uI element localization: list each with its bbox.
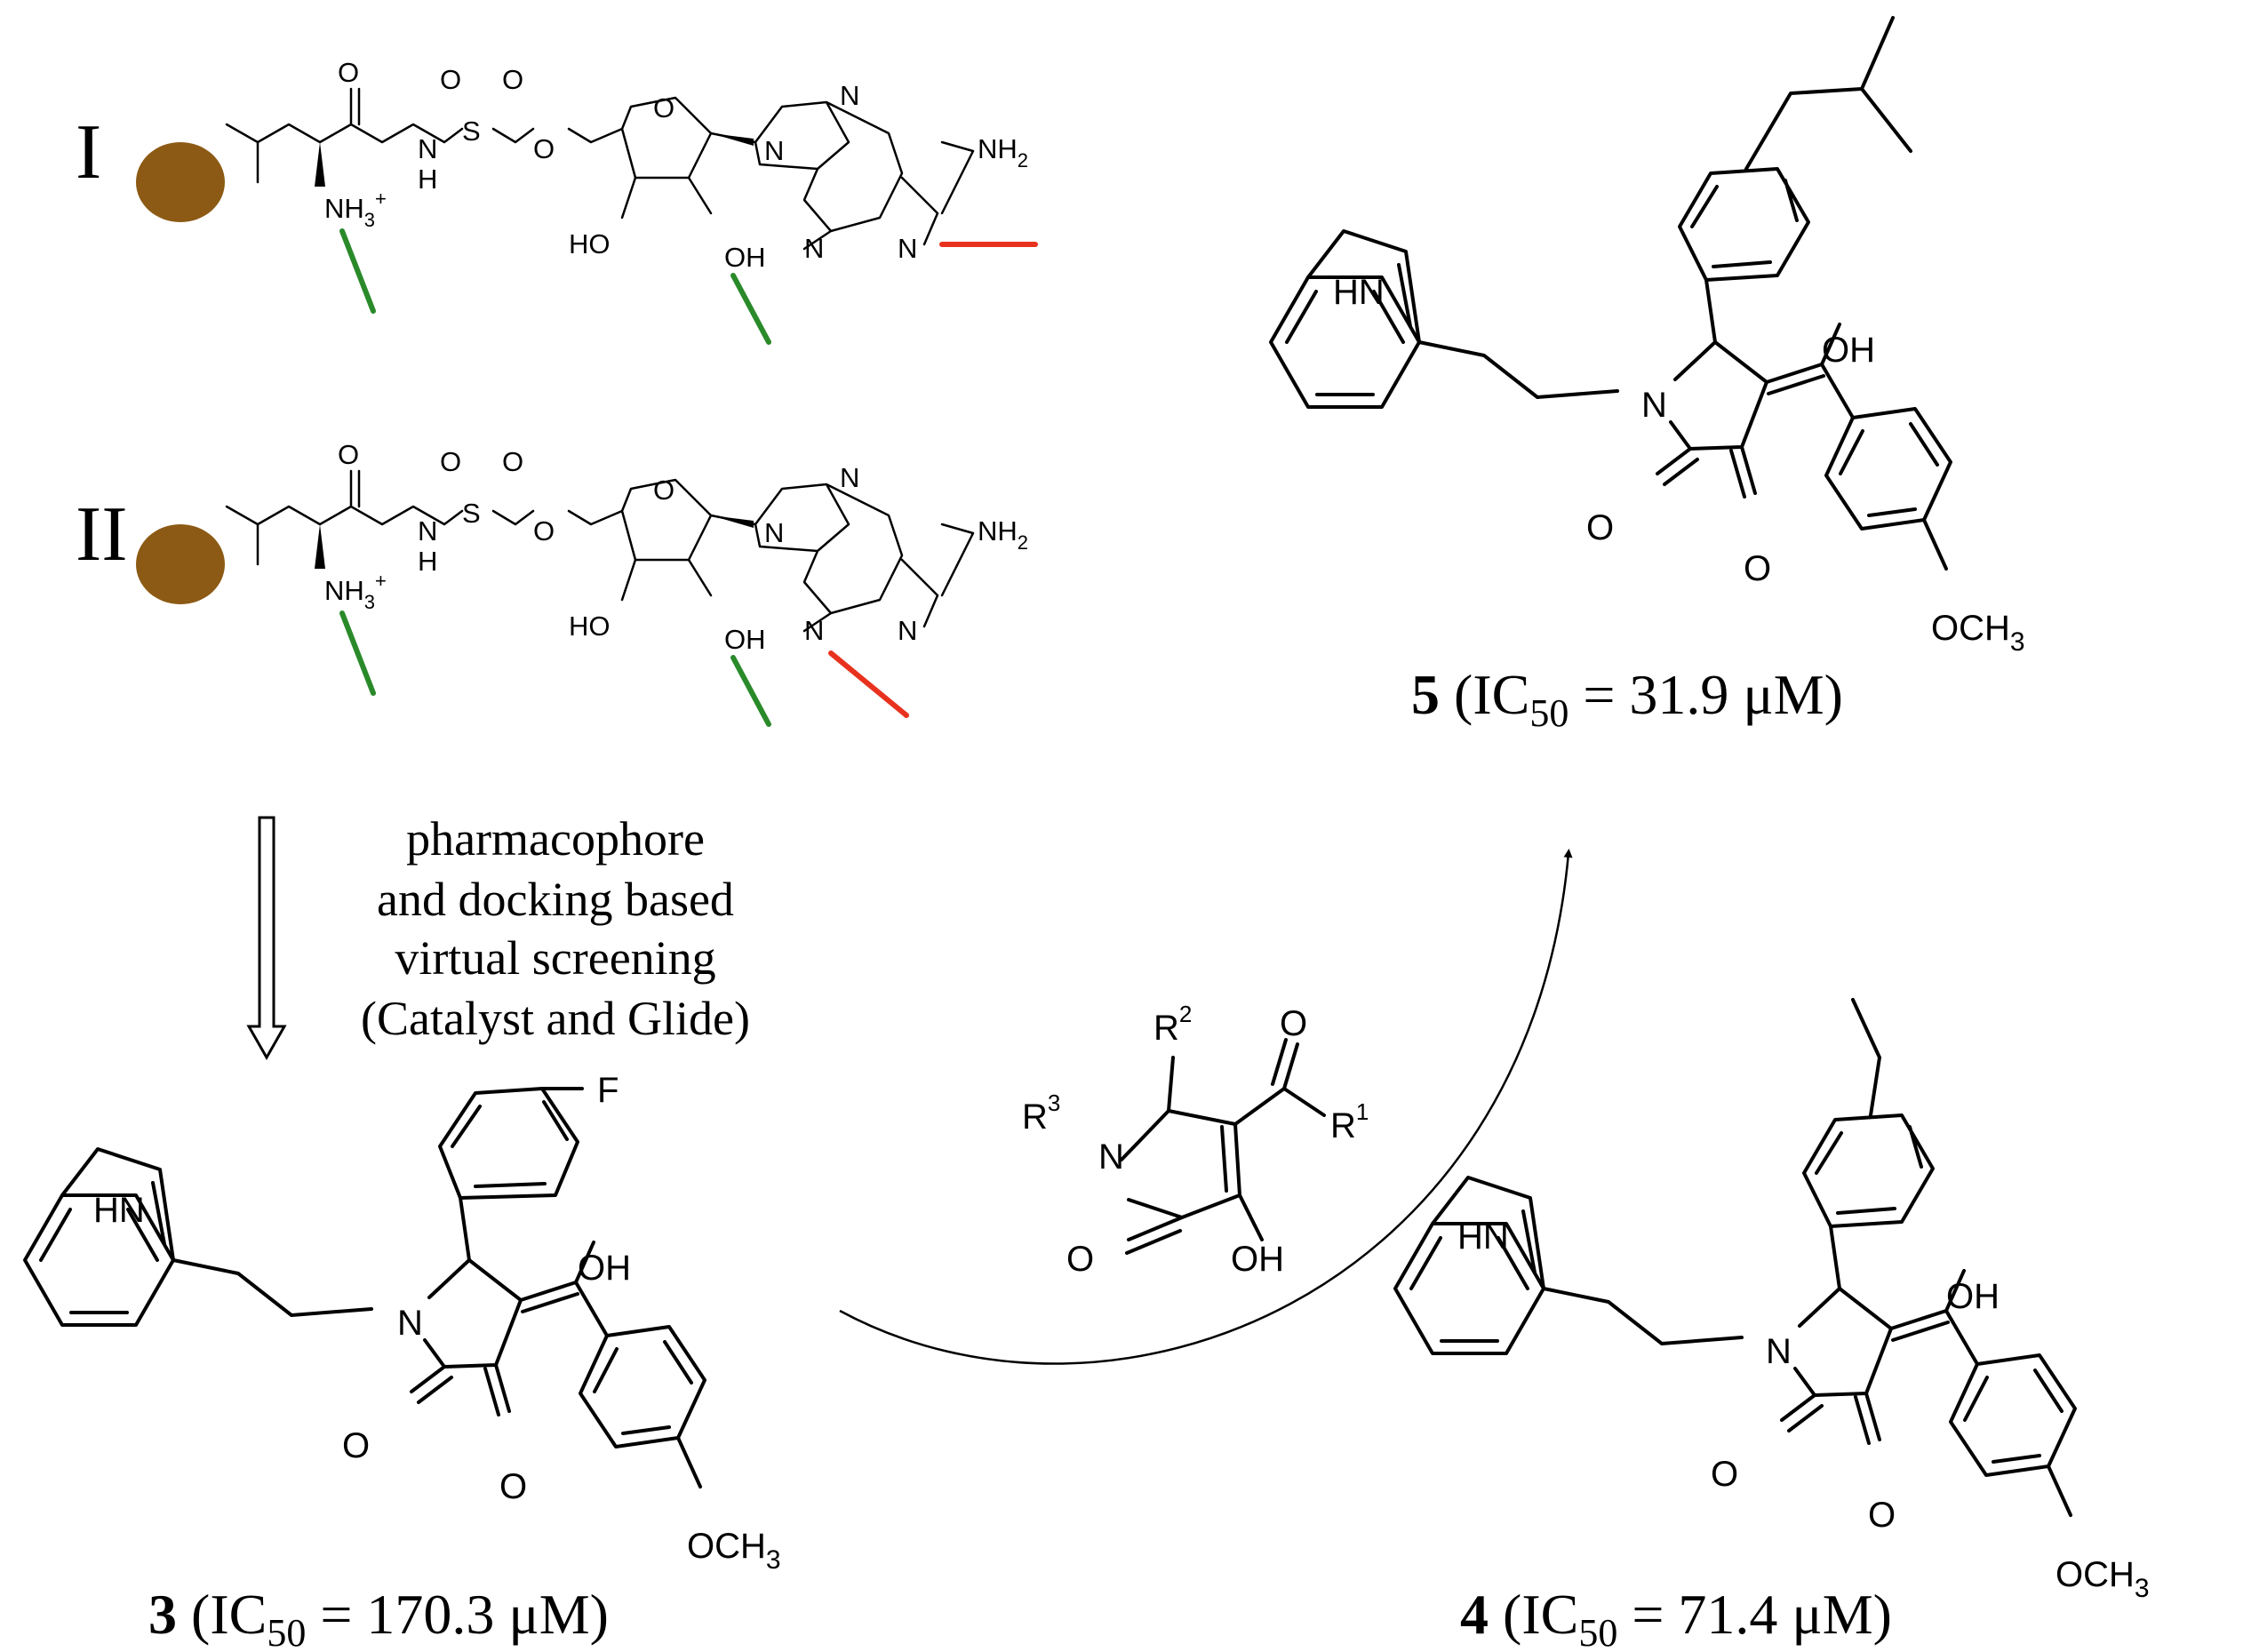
roman-numeral-I: I — [76, 109, 101, 196]
atom-n: N — [898, 233, 917, 264]
hbond-arrow-red-icon — [828, 650, 909, 718]
atom-n: N — [418, 133, 437, 164]
atom-n: N — [804, 233, 824, 264]
atom-nh2: NH2 — [978, 515, 1028, 554]
atom-n: N — [764, 517, 784, 548]
compound-3: F HN N OH O O OCH3 3 (IC50 = 170.3 μM) — [23, 1071, 781, 1652]
compound-5-label: 5 (IC50 = 31.9 μM) — [1411, 663, 1843, 735]
atom-n: N — [804, 615, 824, 646]
atom-s: S — [462, 498, 481, 529]
atom-nh3: NH3+ — [324, 188, 387, 231]
atom-oh: OH — [1822, 331, 1875, 370]
general-scaffold: R2 R3 R1 N O O OH — [1022, 1001, 1369, 1279]
atom-s: S — [462, 116, 481, 147]
atom-hn: HN — [1333, 273, 1385, 312]
atom-o: O — [653, 92, 675, 124]
atom-o: O — [440, 446, 461, 477]
atom-o: O — [502, 446, 523, 477]
atom-ho: HO — [569, 228, 611, 259]
atom-o: O — [342, 1426, 370, 1465]
atom-n: N — [418, 515, 437, 547]
compound-4: HN N OH O O OCH3 4 (IC50 = 71.4 μM) — [1393, 998, 2150, 1652]
atom-o: O — [338, 439, 359, 470]
bead-icon — [136, 142, 225, 222]
atom-n: N — [764, 135, 784, 166]
atom-o: O — [1066, 1240, 1094, 1279]
atom-n: N — [1766, 1332, 1792, 1371]
atom-o: O — [499, 1467, 527, 1506]
atom-o: O — [1711, 1455, 1738, 1494]
atom-r1: R1 — [1330, 1098, 1369, 1145]
compound-4-label: 4 (IC50 = 71.4 μM) — [1460, 1583, 1892, 1652]
atom-nh2: NH2 — [978, 133, 1028, 172]
atom-n: N — [1098, 1137, 1124, 1177]
atom-oh: OH — [578, 1249, 631, 1288]
atom-o: O — [533, 515, 555, 547]
screening-line: pharmacophore — [406, 812, 705, 866]
hbond-arrow-green-icon — [730, 655, 771, 727]
atom-o: O — [653, 475, 675, 506]
roman-numeral-II: II — [76, 491, 128, 578]
atom-och3: OCH3 — [1931, 609, 2025, 657]
hbond-arrow-green-icon — [339, 228, 376, 314]
atom-o: O — [533, 133, 555, 164]
atom-o: O — [440, 64, 461, 95]
atom-h: H — [418, 546, 437, 577]
atom-nh3: NH3+ — [324, 570, 387, 613]
atom-o: O — [338, 57, 359, 88]
atom-oh: OH — [724, 624, 766, 655]
curved-optimization-arrow-icon — [839, 849, 1573, 1365]
atom-o: O — [502, 64, 523, 95]
leucyl-sulfamoyl-adenosine-II — [225, 469, 904, 633]
screening-line: (Catalyst and Glide) — [361, 992, 750, 1045]
atom-h: H — [418, 164, 437, 195]
atom-n: N — [840, 80, 859, 111]
atom-n: N — [898, 615, 917, 646]
hollow-down-arrow-icon — [246, 816, 287, 1061]
atom-r3: R3 — [1022, 1089, 1060, 1137]
screening-line: virtual screening — [395, 931, 715, 985]
bead-icon — [136, 524, 225, 604]
hbond-arrow-green-icon — [730, 273, 771, 345]
hbond-arrow-green-icon — [339, 611, 376, 696]
leucyl-sulfamoyl-adenosine-I — [225, 87, 904, 251]
atom-n: N — [1641, 386, 1667, 425]
template-I: I O O O S N H O O NH3+ HO OH N N NH2 N N — [76, 57, 1038, 345]
atom-n: N — [840, 462, 859, 493]
atom-och3: OCH3 — [2055, 1555, 2150, 1603]
atom-ho: HO — [569, 611, 611, 642]
atom-hn: HN — [1457, 1217, 1509, 1257]
template-II: II O O O S N H O O NH3+ HO OH N N NH2 N … — [76, 439, 1028, 727]
atom-oh: OH — [1231, 1240, 1284, 1279]
screening-line: and docking based — [377, 873, 734, 926]
atom-o: O — [1586, 508, 1614, 547]
atom-o: O — [1744, 549, 1771, 588]
atom-n: N — [397, 1304, 423, 1343]
atom-och3: OCH3 — [687, 1527, 781, 1575]
atom-hn: HN — [93, 1191, 145, 1230]
compound-3-label: 3 (IC50 = 170.3 μM) — [148, 1583, 609, 1652]
atom-oh: OH — [1946, 1277, 2000, 1316]
atom-o: O — [1280, 1004, 1307, 1043]
atom-f: F — [597, 1071, 619, 1110]
atom-o: O — [1868, 1496, 1896, 1535]
screening-step: pharmacophore and docking based virtual … — [246, 812, 750, 1061]
compound-5: HN N OH O O OCH3 5 (IC50 = 31.9 μM) — [1269, 16, 2025, 735]
atom-oh: OH — [724, 242, 766, 273]
atom-r2: R2 — [1153, 1001, 1192, 1048]
